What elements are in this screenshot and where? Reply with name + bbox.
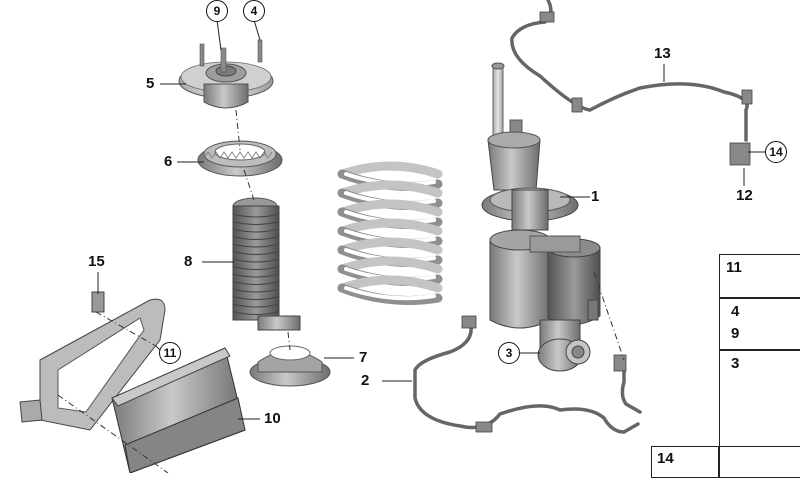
callout-7: 7: [359, 349, 368, 366]
callout-15: 15: [88, 253, 105, 270]
coil-spring: [337, 161, 443, 305]
callout-9-circled: 9: [206, 0, 228, 22]
callout-5: 5: [146, 75, 155, 92]
spring-coil-highlight: [344, 286, 436, 301]
bellows-fold: [232, 213, 280, 218]
legend-cell-11: [719, 254, 800, 298]
callout-4-circled: 4: [243, 0, 265, 22]
spring-coil-back: [337, 161, 443, 179]
callout-1: 1: [591, 188, 600, 205]
spring-pad: [197, 140, 283, 177]
bellows-fold: [232, 296, 280, 300]
bellows-fold: [232, 273, 280, 278]
bellows-fold: [232, 236, 280, 240]
bellows-fold: [232, 243, 280, 248]
sensor-cables: [413, 0, 749, 434]
callout-11-circled: 11: [159, 342, 181, 364]
legend-cell-3: [719, 350, 800, 448]
lower-spring-seat: [249, 345, 331, 387]
spring-coil-back: [337, 180, 443, 198]
cable-connectors: [461, 11, 753, 433]
spring-coil-back: [337, 256, 443, 274]
bellows-fold: [232, 258, 280, 263]
callout-6: 6: [164, 153, 173, 170]
control-unit-bracket: [19, 291, 166, 431]
bellows-fold: [232, 311, 280, 315]
bellows-fold: [232, 288, 280, 293]
bellows-fold: [232, 251, 280, 255]
legend-label-3: 3: [731, 355, 740, 372]
legend-label-4: 4: [731, 303, 740, 320]
leader-lines: [97, 19, 766, 420]
bellows-fold: [232, 281, 280, 285]
spring-coil-back: [337, 199, 443, 217]
legend-label-9: 9: [731, 325, 740, 342]
bellows-fold: [232, 303, 280, 308]
callout-2: 2: [361, 372, 370, 389]
legend-label-14: 14: [657, 450, 674, 467]
top-mount: [178, 39, 274, 109]
spring-coil-back: [337, 218, 443, 236]
spring-coil-back: [337, 237, 443, 255]
bellows-fold: [232, 266, 280, 270]
bellows-fold: [232, 221, 280, 225]
callout-13: 13: [654, 45, 671, 62]
callout-12: 12: [736, 187, 753, 204]
legend-cell-14-extra: [719, 446, 800, 478]
shock-absorber: [481, 62, 601, 372]
protective-bellows: [232, 197, 301, 331]
callout-14-circled: 14: [765, 141, 787, 163]
callout-8: 8: [184, 253, 193, 270]
legend-label-11: 11: [726, 259, 742, 276]
callout-10: 10: [264, 410, 281, 427]
control-unit: [111, 347, 246, 473]
assembly-axes: [57, 109, 625, 473]
bellows-fold: [232, 228, 280, 233]
spring-coil-back: [337, 275, 443, 293]
callout-3-circled: 3: [498, 342, 520, 364]
legend-cell-4-9: [719, 298, 800, 350]
